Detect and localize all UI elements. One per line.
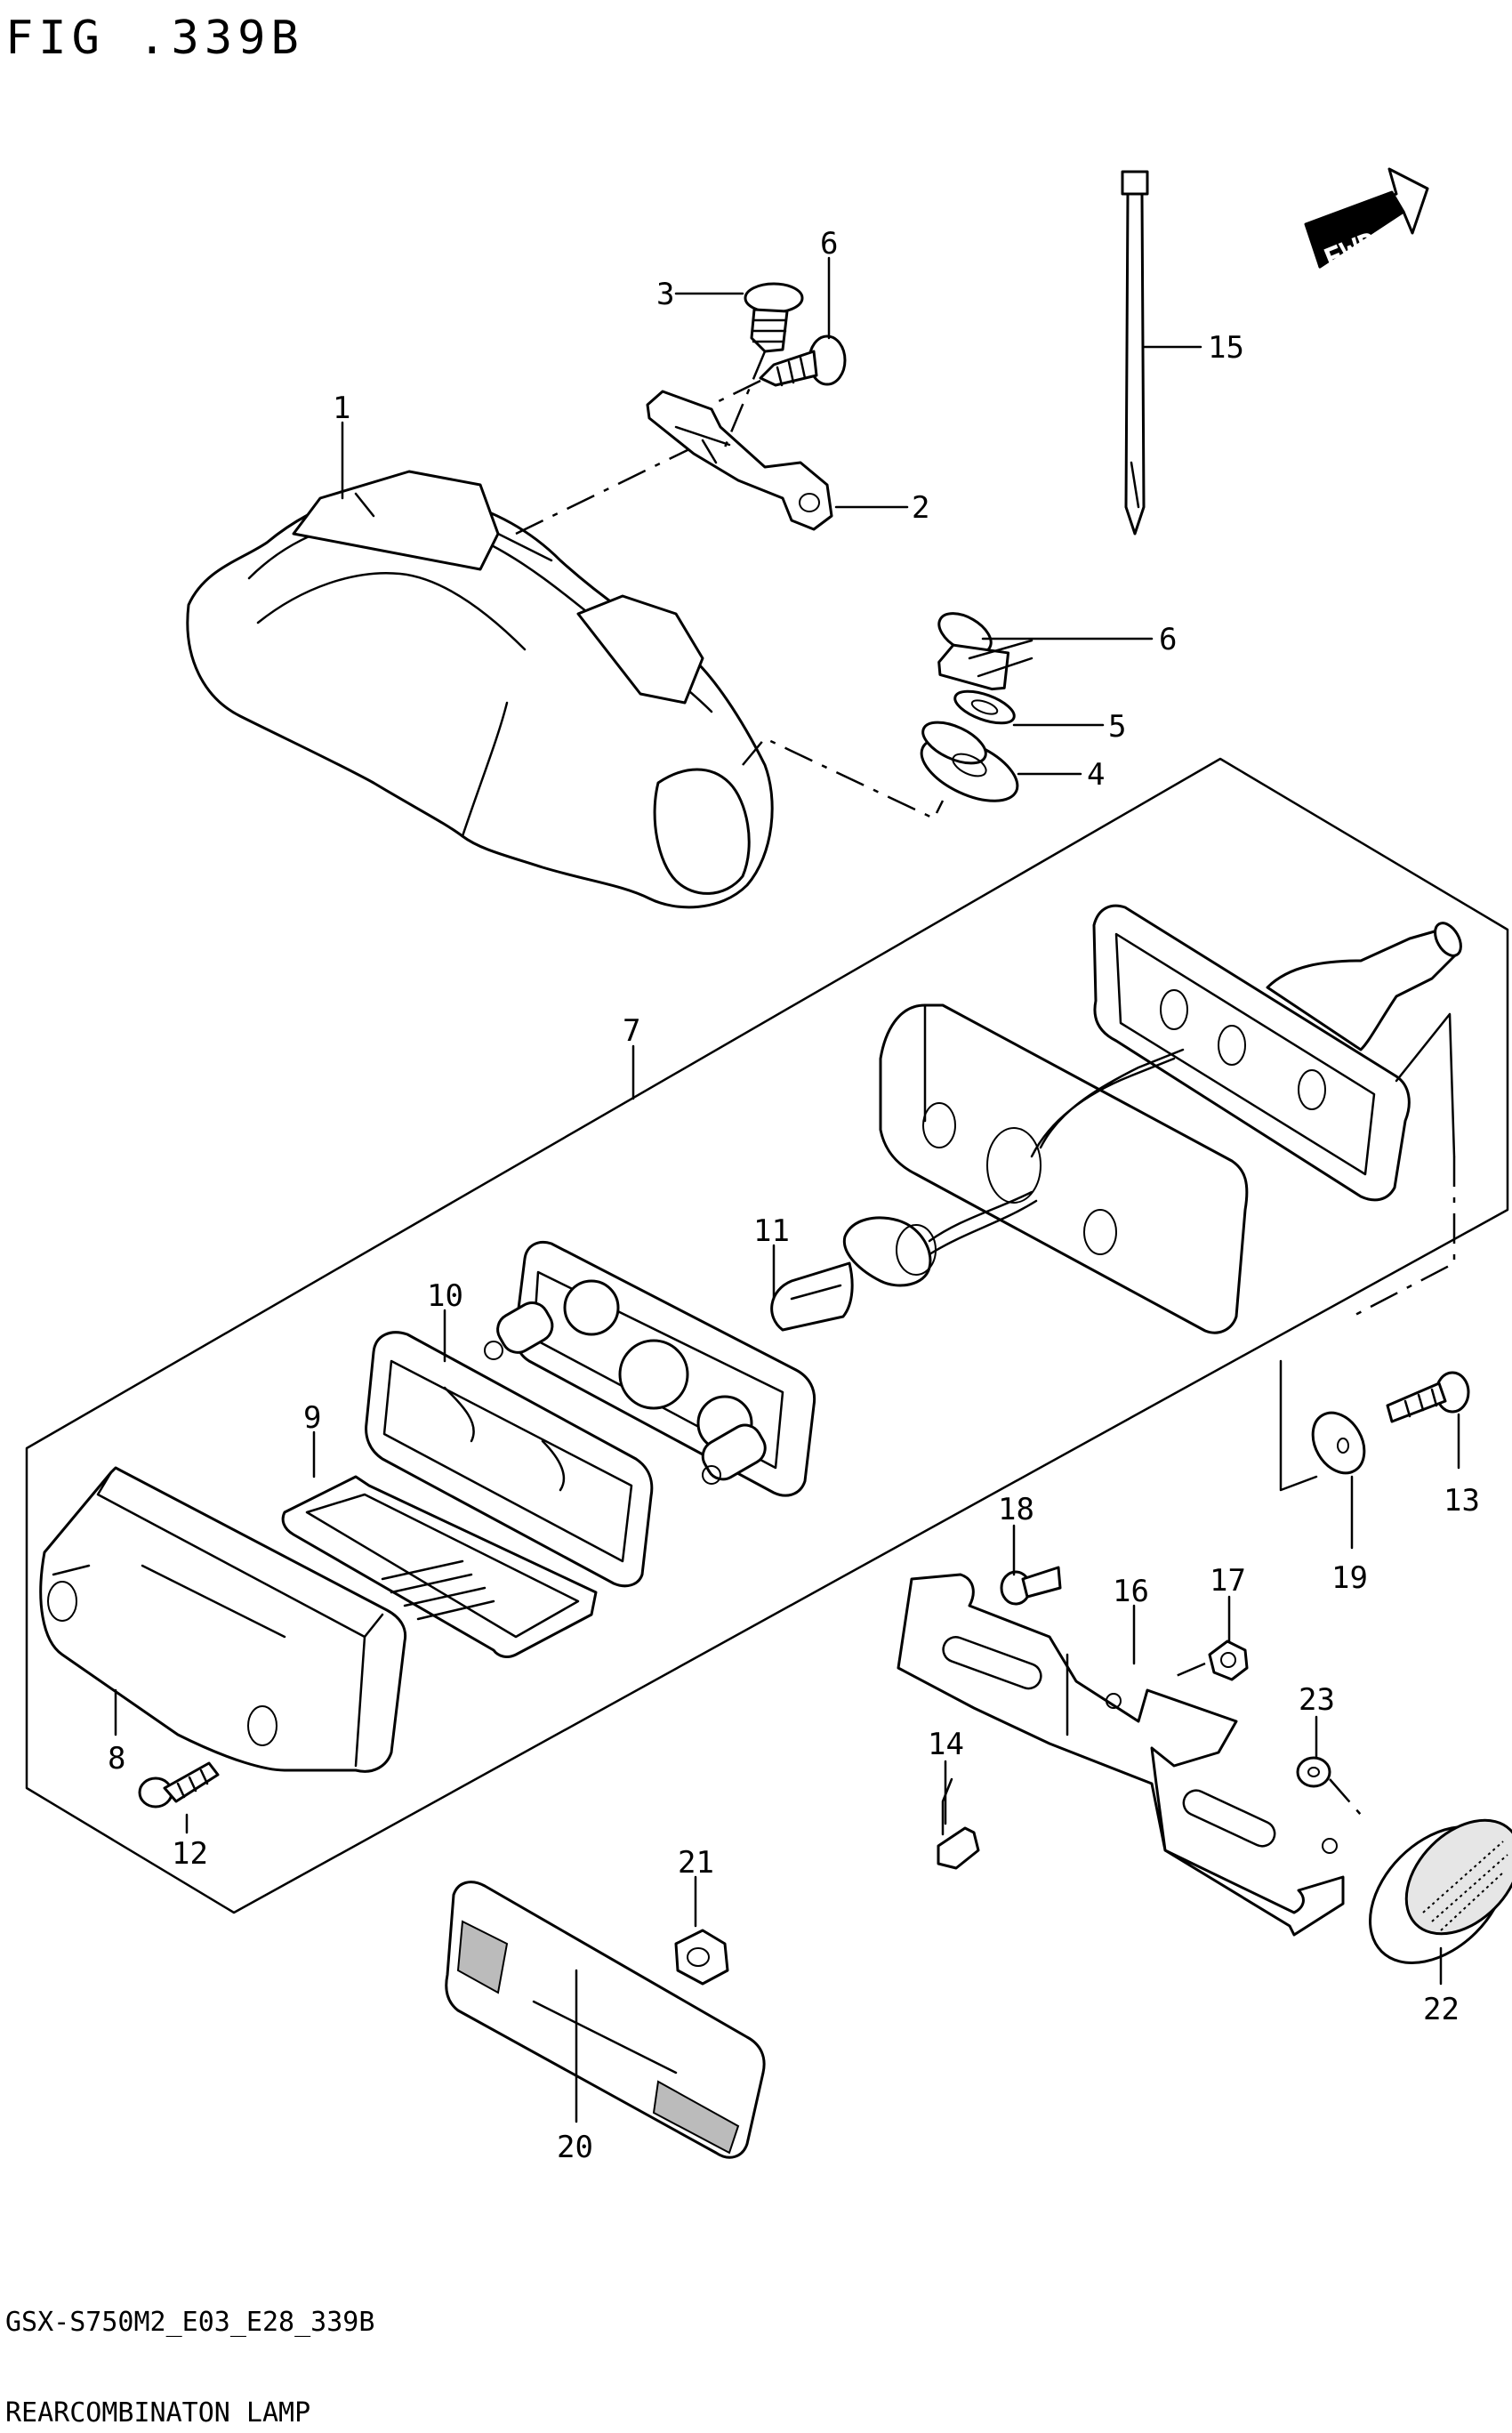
callout-14: 14 bbox=[928, 1727, 964, 1762]
callout-2: 2 bbox=[912, 490, 929, 526]
socket-housing bbox=[879, 1003, 1249, 1334]
diagram-code: GSX-S750M2_E03_E28_339B bbox=[5, 2307, 374, 2338]
callout-9: 9 bbox=[303, 1400, 321, 1436]
callout-13: 13 bbox=[1444, 1483, 1480, 1519]
callout-3: 3 bbox=[656, 277, 674, 312]
callout-5: 5 bbox=[1108, 709, 1126, 745]
bracket-part-2 bbox=[646, 390, 833, 531]
diagram-caption: REARCOMBINATON LAMP bbox=[5, 2397, 310, 2429]
reflector-part-20 bbox=[445, 1881, 766, 2159]
washer-part-23 bbox=[1296, 1756, 1331, 1788]
washer-part-5 bbox=[953, 689, 1016, 725]
callout-6a: 6 bbox=[820, 226, 838, 262]
callout-21: 21 bbox=[678, 1845, 714, 1881]
callout-18: 18 bbox=[998, 1492, 1034, 1527]
callout-6b: 6 bbox=[1159, 622, 1177, 657]
figure-title: FIG .339B bbox=[5, 12, 304, 65]
callout-15: 15 bbox=[1208, 330, 1244, 366]
lens-part-8 bbox=[39, 1466, 407, 1773]
callout-20: 20 bbox=[557, 2130, 593, 2165]
reflector-part-9 bbox=[281, 1475, 598, 1658]
bolt-part-18 bbox=[1000, 1566, 1062, 1606]
grommet-part-4 bbox=[920, 721, 1019, 802]
bulb-part-11 bbox=[770, 1190, 1038, 1332]
callout-19: 19 bbox=[1331, 1560, 1368, 1596]
callout-7: 7 bbox=[623, 1013, 640, 1049]
tapping-screw-part-6a bbox=[759, 334, 847, 387]
plate-bracket-part-16 bbox=[897, 1573, 1345, 1937]
forward-arrow-icon: FWD bbox=[1304, 167, 1429, 278]
callout-12: 12 bbox=[172, 1836, 208, 1872]
callout-16: 16 bbox=[1113, 1574, 1149, 1609]
cable-tie-part-15 bbox=[1121, 170, 1149, 536]
washer-part-19 bbox=[1311, 1411, 1366, 1475]
gasket-part-10 bbox=[365, 1331, 654, 1588]
round-reflector-part-22 bbox=[1369, 1818, 1512, 1964]
wire-harness-plate bbox=[1092, 904, 1462, 1202]
screw-part-13 bbox=[1386, 1371, 1470, 1423]
clip-part-14 bbox=[937, 1777, 980, 1870]
callout-8: 8 bbox=[108, 1741, 125, 1776]
nut-part-21 bbox=[674, 1929, 729, 1986]
tail-lamp-housing bbox=[186, 470, 774, 909]
callout-4: 4 bbox=[1087, 757, 1105, 793]
callout-1: 1 bbox=[333, 391, 350, 426]
callout-22: 22 bbox=[1423, 1992, 1460, 2027]
assembly-7-frame bbox=[25, 757, 1509, 1914]
screw-part-3 bbox=[744, 282, 804, 353]
screw-part-12 bbox=[138, 1761, 220, 1809]
socket-board bbox=[484, 1240, 816, 1497]
callout-17: 17 bbox=[1210, 1563, 1246, 1599]
callout-23: 23 bbox=[1299, 1682, 1335, 1718]
callout-10: 10 bbox=[427, 1278, 463, 1314]
callout-11: 11 bbox=[753, 1213, 790, 1249]
tapping-screw-part-6b bbox=[937, 612, 1033, 691]
nut-part-17 bbox=[1208, 1639, 1249, 1681]
